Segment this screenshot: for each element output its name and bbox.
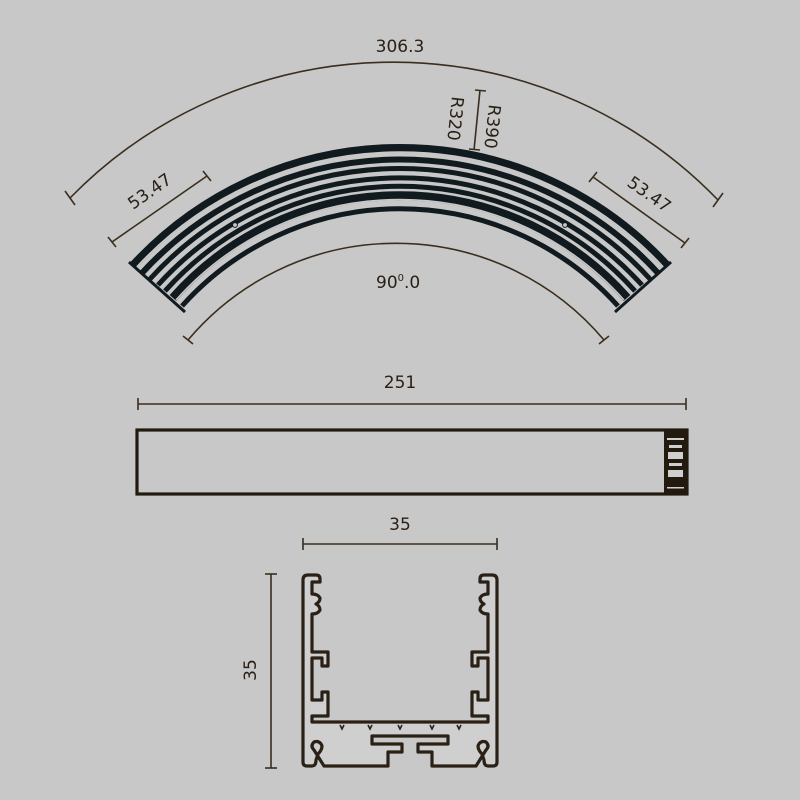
- inner-radius-label: R320: [442, 95, 467, 141]
- side-profile-body: [135, 428, 689, 496]
- arc-length-dimension-line: [69, 61, 719, 201]
- angle-dimension-line: [187, 242, 605, 341]
- arc-length-label: 306.3: [376, 37, 425, 57]
- left-straight-dimension-line: [111, 175, 208, 243]
- length-label: 251: [384, 373, 416, 393]
- cross-section: 35 35: [241, 515, 499, 769]
- right-straight-label: 53.47: [623, 173, 674, 217]
- mount-hole-right: [562, 222, 568, 228]
- outer-radius-label: R390: [479, 103, 504, 149]
- left-straight-label: 53.47: [124, 170, 175, 214]
- side-view: 251: [135, 373, 689, 496]
- angle-label: 900.0: [376, 273, 420, 293]
- radius-dimension-line: [473, 89, 481, 151]
- end-cap: [664, 431, 687, 493]
- curved-profile-body: [128, 143, 672, 314]
- width-label: 35: [389, 515, 411, 535]
- right-straight-dimension-line: [592, 176, 686, 244]
- curved-profile-top-view: 306.3 R390 R320 53.47: [64, 37, 724, 345]
- height-label: 35: [241, 659, 261, 681]
- profile-outline: [301, 573, 499, 768]
- mount-hole-left: [232, 222, 238, 228]
